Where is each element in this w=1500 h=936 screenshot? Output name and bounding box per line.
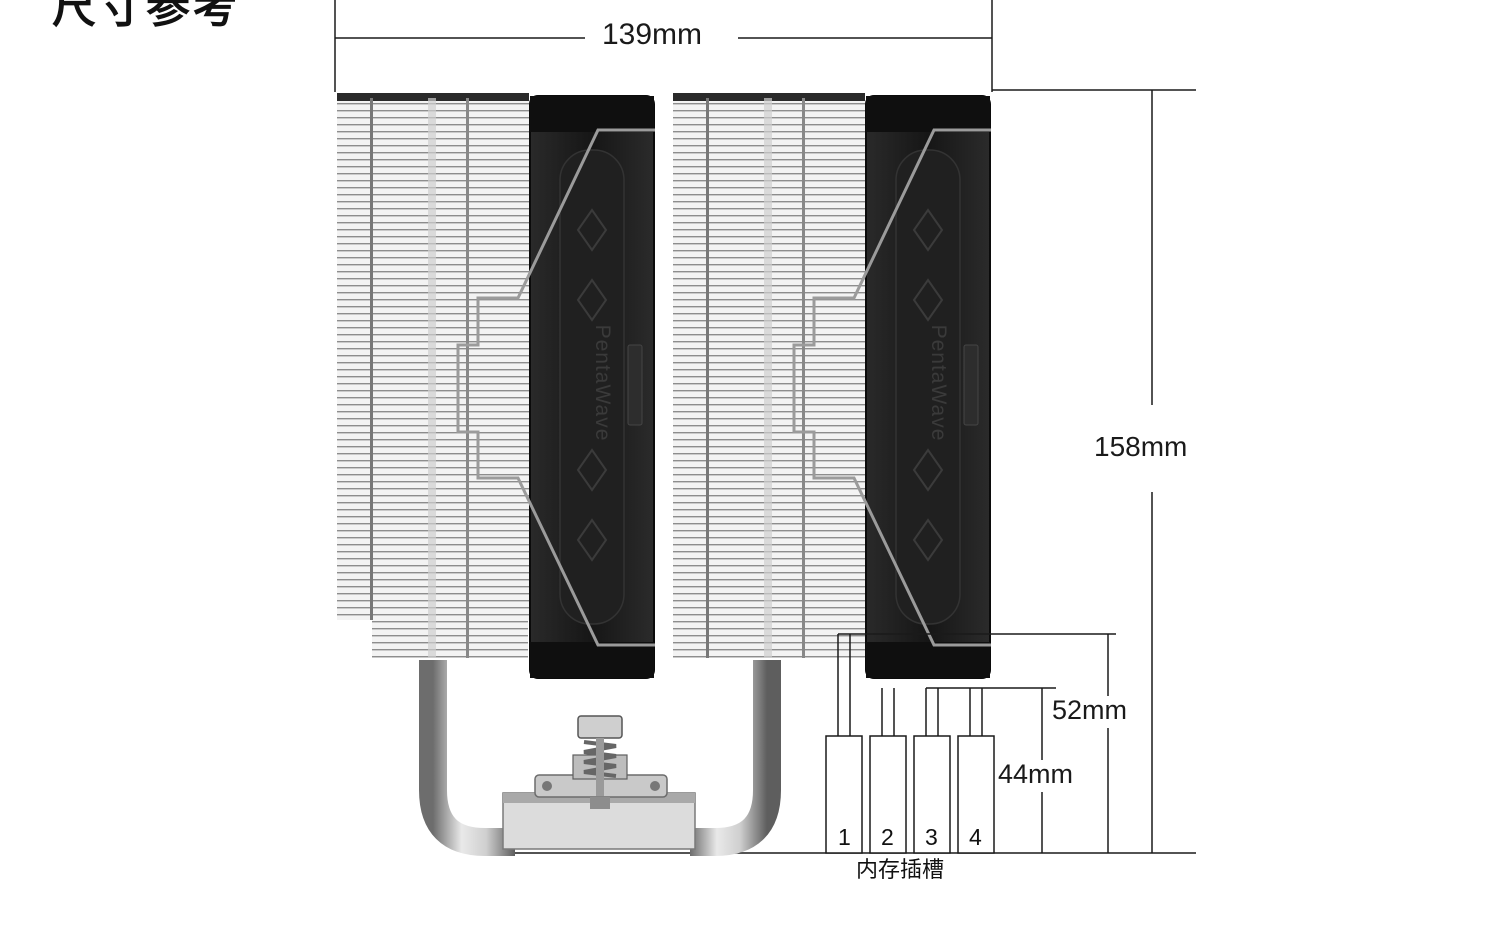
spring-screw — [577, 715, 623, 809]
right-fan — [865, 95, 991, 679]
left-fan — [529, 95, 655, 679]
memory-slots-caption: 内存插槽 — [856, 858, 945, 883]
right-heatsink — [673, 93, 865, 658]
heatpipes — [419, 660, 781, 856]
memory-slot-label-3: 3 — [925, 824, 938, 850]
width-dimension — [334, 0, 993, 92]
memory-slot-label-1: 1 — [838, 824, 851, 850]
ram-clearance-44-label: 44mm — [998, 759, 1074, 789]
memory-modules — [825, 634, 995, 854]
fan-clips — [456, 128, 991, 647]
ram-clearance-52-label: 52mm — [1052, 695, 1128, 725]
right-fan-brand-label: PentaWave — [927, 324, 950, 442]
memory-slot-label-4: 4 — [969, 824, 982, 850]
width-dimension-label: 139mm — [598, 20, 707, 50]
left-heatsink — [337, 93, 529, 658]
height-dimension-label: 158mm — [1094, 431, 1188, 463]
memory-slot-label-2: 2 — [881, 824, 894, 850]
left-fan-brand-label: PentaWave — [591, 324, 614, 442]
ram-clearance-dimensions — [838, 633, 1116, 853]
page-title: 尺寸参考 — [52, 0, 240, 33]
cooler-base — [502, 715, 696, 850]
